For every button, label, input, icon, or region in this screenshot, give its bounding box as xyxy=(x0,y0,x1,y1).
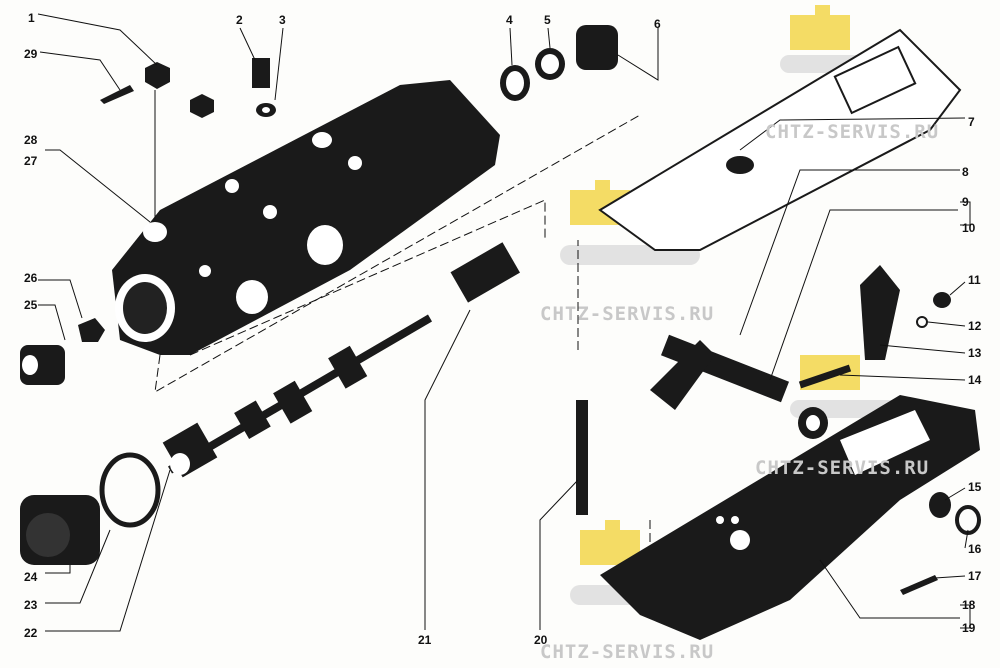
callout-23: 23 xyxy=(24,598,38,612)
callout-18: 18 xyxy=(962,598,976,612)
callout-21: 21 xyxy=(418,633,432,647)
callout-3: 3 xyxy=(279,13,286,27)
callout-8: 8 xyxy=(962,165,969,179)
callout-27: 27 xyxy=(24,154,38,168)
callout-16: 16 xyxy=(968,542,982,556)
callout-6: 6 xyxy=(654,17,661,31)
callout-24: 24 xyxy=(24,570,38,584)
valve-body xyxy=(112,80,500,355)
callout-10: 10 xyxy=(962,221,976,235)
callout-11: 11 xyxy=(968,273,981,287)
callout-5: 5 xyxy=(544,13,551,27)
callout-28: 28 xyxy=(24,133,38,147)
watermark-text: CHTZ-SERVIS.RU xyxy=(755,457,929,479)
callout-7: 7 xyxy=(968,115,975,129)
callout-2: 2 xyxy=(236,13,243,27)
callout-19: 19 xyxy=(962,621,976,635)
watermark-text: CHTZ-SERVIS.RU xyxy=(540,303,714,325)
small-parts xyxy=(20,25,618,385)
callout-14: 14 xyxy=(968,373,982,387)
watermark-text: CHTZ-SERVIS.RU xyxy=(540,641,714,663)
callout-26: 26 xyxy=(24,271,38,285)
lower-bracket xyxy=(600,395,981,640)
watermark-texts: CHTZ-SERVIS.RU CHTZ-SERVIS.RU CHTZ-SERVI… xyxy=(540,121,939,663)
lever-assembly xyxy=(650,265,951,439)
watermark-text: CHTZ-SERVIS.RU xyxy=(765,121,939,143)
cover-plate xyxy=(598,28,962,251)
callout-17: 17 xyxy=(968,569,982,583)
callout-25: 25 xyxy=(24,298,38,312)
callout-22: 22 xyxy=(24,626,38,640)
spool-assembly xyxy=(20,242,588,565)
callout-1: 1 xyxy=(28,11,35,25)
callout-9: 9 xyxy=(962,195,969,209)
callout-labels: 1 2 3 4 5 6 7 8 9 10 11 12 13 14 15 16 1… xyxy=(24,11,982,647)
callout-20: 20 xyxy=(534,633,548,647)
callout-13: 13 xyxy=(968,346,982,360)
callout-4: 4 xyxy=(506,13,513,27)
callout-15: 15 xyxy=(968,480,982,494)
callout-12: 12 xyxy=(968,319,982,333)
leader-lines xyxy=(37,13,971,632)
callout-29: 29 xyxy=(24,47,38,61)
